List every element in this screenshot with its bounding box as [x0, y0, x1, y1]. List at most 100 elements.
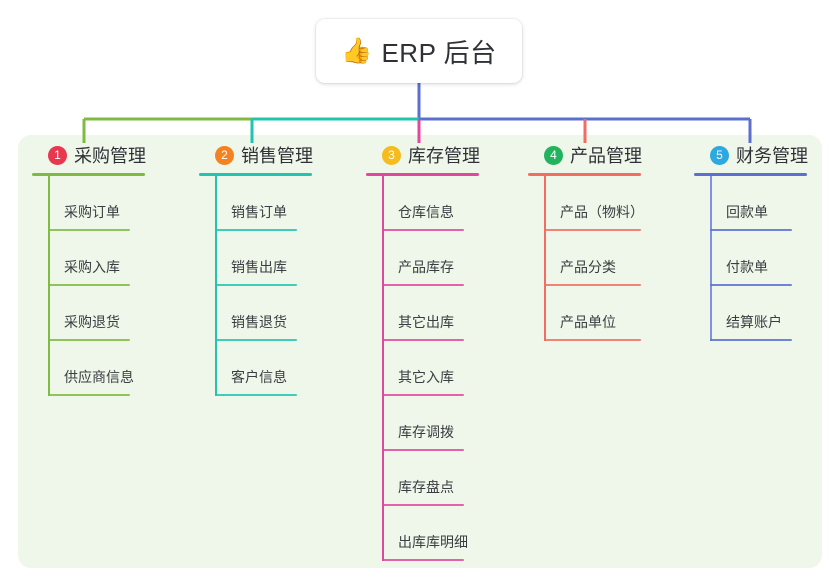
branch-underline-5	[694, 173, 807, 176]
branch-stem-1	[48, 176, 50, 396]
branch-label-1: 采购管理	[74, 146, 146, 166]
branch-child-label: 销售退货	[231, 314, 287, 330]
branch-child-item[interactable]: 销售退货	[199, 286, 312, 341]
branch-stem-5	[710, 176, 712, 341]
branch-header-1[interactable]: 1 采购管理	[32, 140, 146, 170]
branch-child-item[interactable]: 其它出库	[366, 286, 479, 341]
branch-child-item[interactable]: 客户信息	[199, 341, 312, 396]
branch-child-label: 产品（物料）	[560, 204, 644, 220]
branches-panel	[18, 135, 822, 568]
branch-label-2: 销售管理	[241, 146, 313, 166]
branch-child-underline	[382, 449, 464, 451]
branch-header-4[interactable]: 4 产品管理	[528, 140, 642, 170]
branch-child-item[interactable]: 采购入库	[32, 231, 145, 286]
branch-5: 5 财务管理回款单付款单结算账户	[694, 140, 808, 341]
branch-child-underline	[215, 394, 297, 396]
branch-1: 1 采购管理采购订单采购入库采购退货供应商信息	[32, 140, 146, 396]
branch-child-item[interactable]: 销售订单	[199, 176, 312, 231]
branch-header-5[interactable]: 5 财务管理	[694, 140, 808, 170]
branch-child-underline	[544, 229, 641, 231]
branch-child-item[interactable]: 供应商信息	[32, 341, 145, 396]
branch-4: 4 产品管理产品（物料） 产品分类产品单位	[528, 140, 644, 341]
branch-child-label: 付款单	[726, 259, 768, 275]
branch-child-underline	[710, 229, 792, 231]
branch-child-item[interactable]: 产品单位	[528, 286, 641, 341]
branch-child-underline	[215, 284, 297, 286]
branch-child-item[interactable]: 付款单	[694, 231, 807, 286]
branch-2: 2 销售管理销售订单销售出库销售退货客户信息	[199, 140, 313, 396]
branch-label-4: 产品管理	[570, 146, 642, 166]
branch-child-label: 采购退货	[64, 314, 120, 330]
branch-child-item[interactable]: 采购退货	[32, 286, 145, 341]
branch-children-5: 回款单付款单结算账户	[694, 176, 807, 341]
branch-child-item[interactable]: 销售出库	[199, 231, 312, 286]
branch-child-item[interactable]: 库存盘点	[366, 451, 479, 506]
branch-underline-4	[528, 173, 641, 176]
branch-child-label: 其它出库	[398, 314, 454, 330]
branch-child-item[interactable]: 其它入库	[366, 341, 479, 396]
branch-child-item[interactable]: 产品（物料）	[528, 176, 644, 231]
branch-stem-3	[382, 176, 384, 561]
branch-child-underline	[382, 394, 464, 396]
branch-child-underline	[710, 284, 792, 286]
branch-badge-3: 3	[382, 145, 401, 165]
branch-child-item[interactable]: 仓库信息	[366, 176, 479, 231]
branch-stem-4	[544, 176, 546, 341]
branch-child-label: 销售订单	[231, 204, 287, 220]
branch-child-label: 库存调拨	[398, 424, 454, 440]
branch-child-label: 客户信息	[231, 369, 287, 385]
branch-child-label: 其它入库	[398, 369, 454, 385]
branch-child-label: 结算账户	[726, 314, 782, 330]
branch-child-label: 回款单	[726, 204, 768, 220]
branch-badge-1: 1	[48, 145, 67, 165]
branch-child-label: 产品分类	[560, 259, 616, 275]
branch-badge-2: 2	[215, 145, 234, 165]
branch-child-underline	[382, 284, 464, 286]
branch-stem-2	[215, 176, 217, 396]
branch-child-label: 产品单位	[560, 314, 616, 330]
branch-children-1: 采购订单采购入库采购退货供应商信息	[32, 176, 145, 396]
branch-child-label: 采购订单	[64, 204, 120, 220]
branch-child-item[interactable]: 回款单	[694, 176, 807, 231]
thumbs-up-icon: 👍	[341, 36, 373, 65]
branch-label-3: 库存管理	[408, 146, 480, 166]
branch-underline-2	[199, 173, 312, 176]
branch-child-item[interactable]: 库存调拨	[366, 396, 479, 451]
branch-child-item[interactable]: 产品库存	[366, 231, 479, 286]
branch-badge-4: 4	[544, 145, 563, 165]
page-title: ERP 后台	[381, 37, 497, 68]
branch-child-underline	[710, 339, 792, 341]
branch-underline-1	[32, 173, 145, 176]
branch-child-underline	[382, 339, 464, 341]
branch-child-label: 供应商信息	[64, 369, 134, 385]
branch-child-underline	[382, 504, 464, 506]
branch-header-2[interactable]: 2 销售管理	[199, 140, 313, 170]
branch-child-underline	[544, 284, 641, 286]
branch-child-underline	[48, 339, 130, 341]
branch-underline-3	[366, 173, 479, 176]
branch-child-label: 库存盘点	[398, 479, 454, 495]
branch-badge-5: 5	[710, 145, 729, 165]
branch-children-3: 仓库信息产品库存其它出库其它入库库存调拨库存盘点出库库明细	[366, 176, 479, 561]
root-node[interactable]: 👍 ERP 后台	[316, 19, 522, 83]
branch-child-item[interactable]: 出库库明细	[366, 506, 479, 561]
branch-child-underline	[382, 559, 464, 561]
branch-child-underline	[215, 339, 297, 341]
branch-label-5: 财务管理	[736, 146, 808, 166]
branch-child-label: 产品库存	[398, 259, 454, 275]
branch-child-underline	[48, 394, 130, 396]
branch-child-label: 仓库信息	[398, 204, 454, 220]
branch-header-3[interactable]: 3 库存管理	[366, 140, 480, 170]
branch-child-underline	[382, 229, 464, 231]
branch-child-underline	[48, 284, 130, 286]
branch-3: 3 库存管理仓库信息产品库存其它出库其它入库库存调拨库存盘点出库库明细	[366, 140, 480, 561]
branch-child-label: 采购入库	[64, 259, 120, 275]
branch-child-underline	[48, 229, 130, 231]
branch-children-2: 销售订单销售出库销售退货客户信息	[199, 176, 312, 396]
branch-child-label: 销售出库	[231, 259, 287, 275]
branch-child-item[interactable]: 采购订单	[32, 176, 145, 231]
branch-child-item[interactable]: 产品分类	[528, 231, 641, 286]
branch-child-item[interactable]: 结算账户	[694, 286, 807, 341]
branch-children-4: 产品（物料） 产品分类产品单位	[528, 176, 644, 341]
